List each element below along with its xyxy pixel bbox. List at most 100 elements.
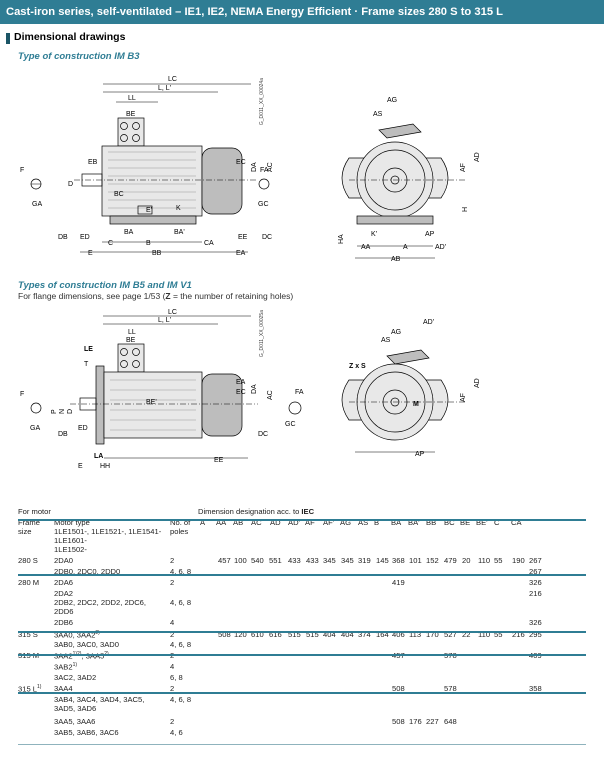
table-cell: 515 [288,630,301,639]
poles: 2 [170,684,175,693]
dim-DA: DA [251,162,258,172]
dim-col-header: AD [270,518,281,527]
dim2-AS: AS [381,337,391,344]
dim-col-header: B [374,518,380,527]
motor-sub-2: 1LE1601- [54,536,87,545]
dim-GA: GA [32,201,42,208]
dim-AS: AS [373,111,383,118]
dim-ED: ED [80,234,90,241]
motor-type: 3AC2, 3AD2 [54,673,97,682]
table-cell: 170 [426,630,439,639]
table-cell: 508 [218,630,231,639]
dim-K: K [176,205,181,212]
dim2-D: D [67,409,74,414]
table-cell: 145 [376,556,389,565]
poles: 4 [170,662,175,671]
motor-type: 3AB21) [54,662,78,672]
motor-type: 3AA4 [54,684,73,693]
motor-type: 3AB0, 3AC0, 3AD0 [54,640,120,649]
table-cell: 368 [392,556,405,565]
table-cell: 616 [269,630,282,639]
table-cell: 374 [358,630,371,639]
motor-type: 2DB0, 2DC0, 2DD0 [54,567,121,576]
dim2-LA: LA [94,453,103,460]
dim2-BE: BE [126,337,136,344]
table-rule [18,654,586,656]
dim-H: H [462,207,469,212]
dim-col-header: BA [391,518,402,527]
table-cell: 55 [494,556,503,565]
dim-GC: GC [258,201,269,208]
dim2-HH: HH [100,463,110,470]
table-cell: 540 [251,556,264,565]
table-cell: 508 [392,684,405,693]
motor-type: 3AB4, 3AC4, 3AD4, 3AC5, 3AD5, 3AD6 [54,695,145,713]
dim-col-header: AB [233,518,244,527]
table-cell: 110 [478,630,491,639]
table-rule [18,744,586,745]
dim-E1: E' [146,207,152,214]
dim-DB: DB [58,234,68,241]
poles: 2 [170,630,175,639]
table-rule [18,692,586,694]
drawing-imb3-side: LC L, L' LL BE F GA FA GC EB D BC E' K E… [20,76,274,257]
table-cell: 515 [306,630,319,639]
dim-L: L, L' [158,85,171,92]
drawing-imb5-shaft-detail: FA GC [285,389,304,428]
motor-sub-3: 1LE1502- [54,545,87,554]
table-cell: 527 [444,630,457,639]
table-cell: 110 [478,556,491,565]
table-cell: 164 [376,630,389,639]
table-for-motor: For motor [18,507,51,516]
frame-size: 280 S [18,556,38,565]
dim2-FA: FA [295,389,304,396]
table-cell: 267 [529,567,542,576]
dim2-LL: LL [128,329,136,336]
dim-BE: BE [126,111,136,118]
dim-col-header: AA [216,518,227,527]
table-cell: 120 [234,630,247,639]
frame-size: 315 L1) [18,684,42,694]
motor-type: 2DB6 [54,618,73,627]
dim-AB: AB [391,256,401,263]
dim-HA: HA [338,234,345,244]
table-rule [18,631,586,633]
dim2-AF: AF [460,393,467,402]
table-cell: 479 [444,556,457,565]
motor-type: 2DA0 [54,556,73,565]
drawing2-note: For flange dimensions, see page 1/53 (Z … [18,291,294,301]
dim2-LC: LC [168,309,177,316]
dim2-AP: AP [415,451,425,458]
dim-EB: EB [88,159,98,166]
table-dim-designation: Dimension designation acc. to IEC [198,507,315,516]
dim-F: F [20,167,24,174]
dim2-EA: EA [236,379,246,386]
table-cell: 457 [218,556,231,565]
table-cell: 295 [529,630,542,639]
poles: 2 [170,578,175,587]
dim-col-header: BB [426,518,437,527]
dim-col-header: AF' [323,518,335,527]
dim-col-header: AF [305,518,315,527]
table-cell: 404 [341,630,354,639]
motor-type: 3AA5, 3AA6 [54,717,96,726]
dim-col-header: BE [460,518,471,527]
drawing1-ref: G_D011_XX_00024a [259,78,265,126]
dim-AF: AF [460,163,467,172]
dim-B: B [146,240,151,247]
dim-AD1: AD' [435,244,446,251]
col-frame-1: Frame [18,518,40,527]
col-frame-2: size [18,527,32,536]
dim-K1: K' [371,231,377,238]
dim-col-header: CA [511,518,522,527]
dim-AP: AP [425,231,435,238]
dim-col-header: AC [251,518,262,527]
page-header: Cast-iron series, self-ventilated – IE1,… [0,0,604,24]
col-poles-2: poles [170,527,189,536]
dim-col-header: AD' [288,518,300,527]
table-cell: 406 [392,630,405,639]
table-cell: 20 [462,556,471,565]
dim2-N: N [59,409,66,414]
dim2-ZS: Z x S [349,363,366,370]
table-cell: 319 [358,556,371,565]
